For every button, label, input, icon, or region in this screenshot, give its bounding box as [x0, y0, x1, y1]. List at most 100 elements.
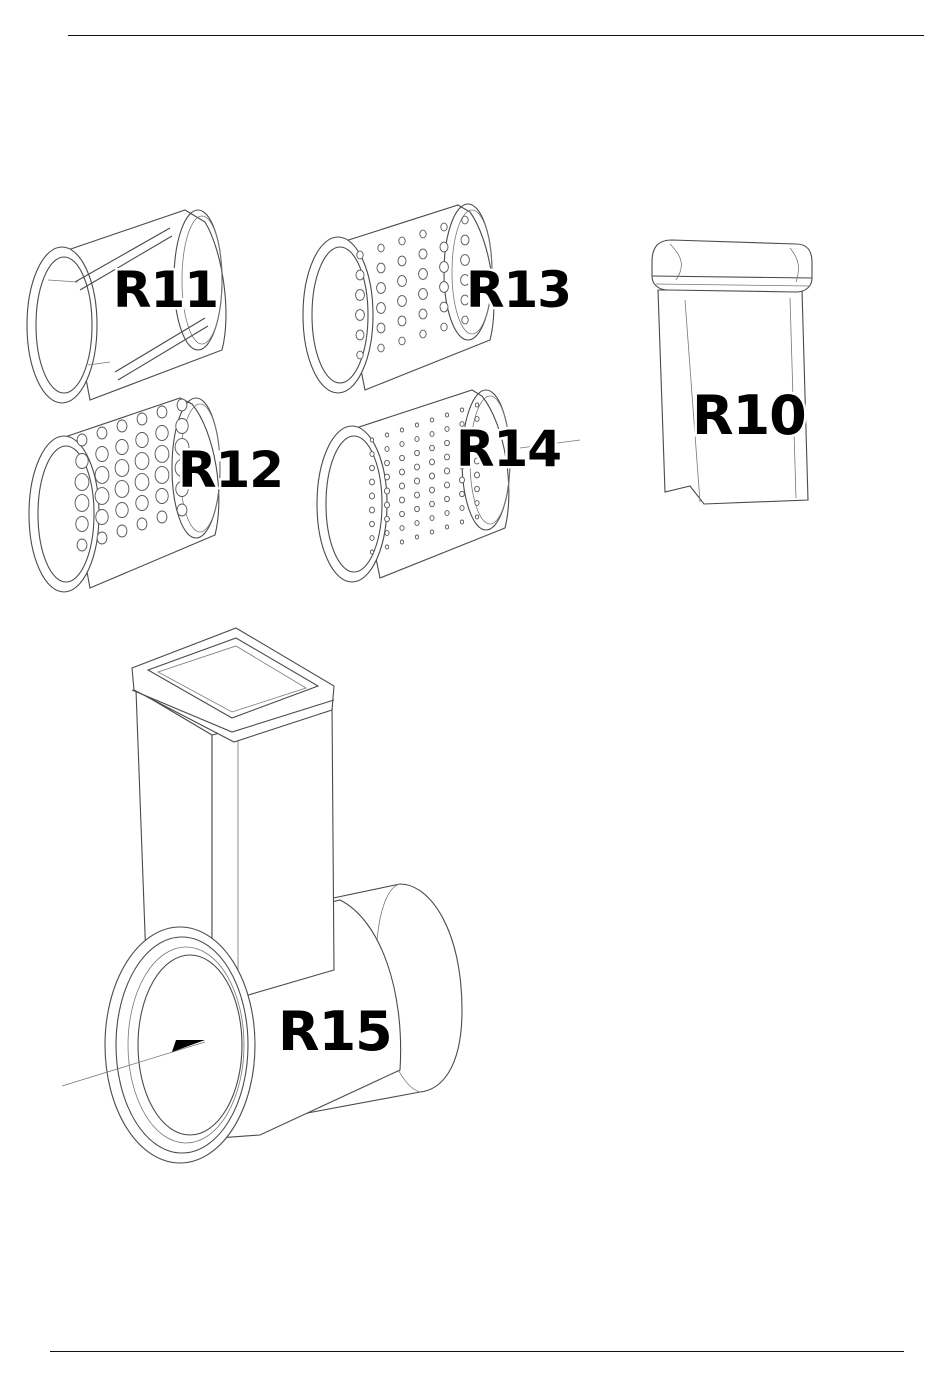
part-label-r15: R15 [278, 1000, 392, 1063]
part-label-r11: R11 [113, 261, 218, 319]
perforation-hole [116, 503, 128, 518]
perforation-hole [440, 262, 449, 273]
perforation-hole [370, 536, 374, 541]
perforation-hole [137, 518, 147, 530]
perforation-hole [385, 474, 390, 480]
food-pusher-icon [652, 240, 812, 504]
perforation-hole [415, 506, 420, 511]
drum-housing-with-feed-tube-icon [62, 628, 462, 1163]
perforation-hole [95, 488, 109, 505]
perforation-hole [461, 235, 469, 245]
perforation-hole [460, 520, 463, 524]
perforation-hole [400, 469, 405, 475]
perforation-hole [177, 399, 187, 411]
perforation-hole [415, 437, 419, 442]
perforation-hole [441, 223, 447, 231]
perforation-hole [440, 302, 448, 312]
perforation-hole [370, 452, 374, 457]
perforation-hole [157, 511, 167, 523]
perforation-hole [384, 488, 389, 494]
perforation-hole [385, 433, 388, 437]
perforation-hole [419, 309, 427, 319]
perforation-hole [400, 526, 404, 531]
perforation-hole [370, 479, 375, 485]
perforation-hole [357, 251, 363, 259]
perforation-hole [370, 507, 375, 513]
perforation-hole [415, 492, 420, 498]
perforation-hole [135, 474, 149, 491]
perforation-hole [356, 270, 364, 280]
perforation-hole [475, 403, 478, 407]
perforation-hole [399, 337, 405, 345]
perforation-hole [419, 269, 428, 280]
perforation-hole [95, 467, 109, 484]
perforation-hole [377, 303, 386, 314]
perforation-hole [445, 482, 450, 488]
perforation-hole [136, 496, 148, 511]
perforation-hole [356, 310, 365, 321]
perforation-hole [430, 459, 435, 465]
perforation-hole [369, 493, 374, 499]
perforation-hole [460, 491, 465, 496]
perforation-hole [136, 433, 148, 448]
perforation-hole [445, 427, 449, 432]
perforation-hole [385, 516, 390, 521]
perforation-hole [155, 446, 169, 463]
perforation-hole [357, 351, 363, 359]
perforation-hole [370, 465, 375, 470]
perforation-hole [378, 344, 384, 352]
perforation-hole [137, 413, 147, 425]
part-label-r13: R13 [466, 261, 571, 319]
perforation-hole [117, 420, 127, 432]
perforation-hole [398, 316, 406, 326]
perforation-hole [429, 473, 434, 479]
perforation-hole [385, 545, 388, 549]
perforation-hole [400, 442, 404, 447]
perforation-hole [475, 486, 480, 491]
perforation-hole [415, 423, 418, 427]
perforation-hole [385, 502, 390, 508]
perforation-hole [370, 521, 375, 526]
perforation-hole [419, 249, 427, 259]
perforation-hole [420, 230, 426, 238]
perforation-hole [97, 427, 107, 439]
perforation-hole [370, 438, 373, 442]
perforation-hole [400, 497, 405, 503]
perforation-hole [415, 450, 420, 455]
perforation-hole [400, 455, 405, 460]
perforation-hole [430, 445, 435, 450]
perforation-hole [445, 525, 448, 529]
perforation-hole [76, 517, 88, 532]
perforation-hole [77, 434, 87, 446]
perforation-hole [156, 489, 168, 504]
perforation-hole [444, 468, 449, 474]
perforation-hole [399, 237, 405, 245]
perforation-hole [400, 428, 403, 432]
perforation-hole [415, 535, 418, 539]
perforation-hole [430, 501, 435, 506]
perforation-hole [96, 447, 108, 462]
perforation-hole [378, 244, 384, 252]
part-label-r10: R10 [692, 384, 806, 447]
perforation-hole [415, 464, 420, 470]
perforation-hole [475, 501, 479, 506]
perforation-hole [445, 511, 449, 516]
perforation-hole [116, 440, 128, 455]
perforation-hole [430, 432, 434, 437]
perforation-hole [377, 263, 385, 273]
perforation-hole [75, 474, 89, 491]
fine-grating-drum-icon [317, 390, 580, 582]
perforation-hole [115, 481, 129, 498]
part-label-r12: R12 [178, 441, 283, 499]
perforation-hole [377, 323, 385, 333]
perforation-hole [75, 495, 89, 512]
perforation-hole [430, 516, 434, 521]
perforation-hole [97, 532, 107, 544]
perforation-hole [475, 515, 478, 519]
part-label-r14: R14 [456, 420, 561, 478]
perforation-hole [445, 496, 450, 501]
perforation-hole [96, 510, 108, 525]
perforation-hole [176, 419, 188, 434]
perforation-hole [419, 289, 428, 300]
